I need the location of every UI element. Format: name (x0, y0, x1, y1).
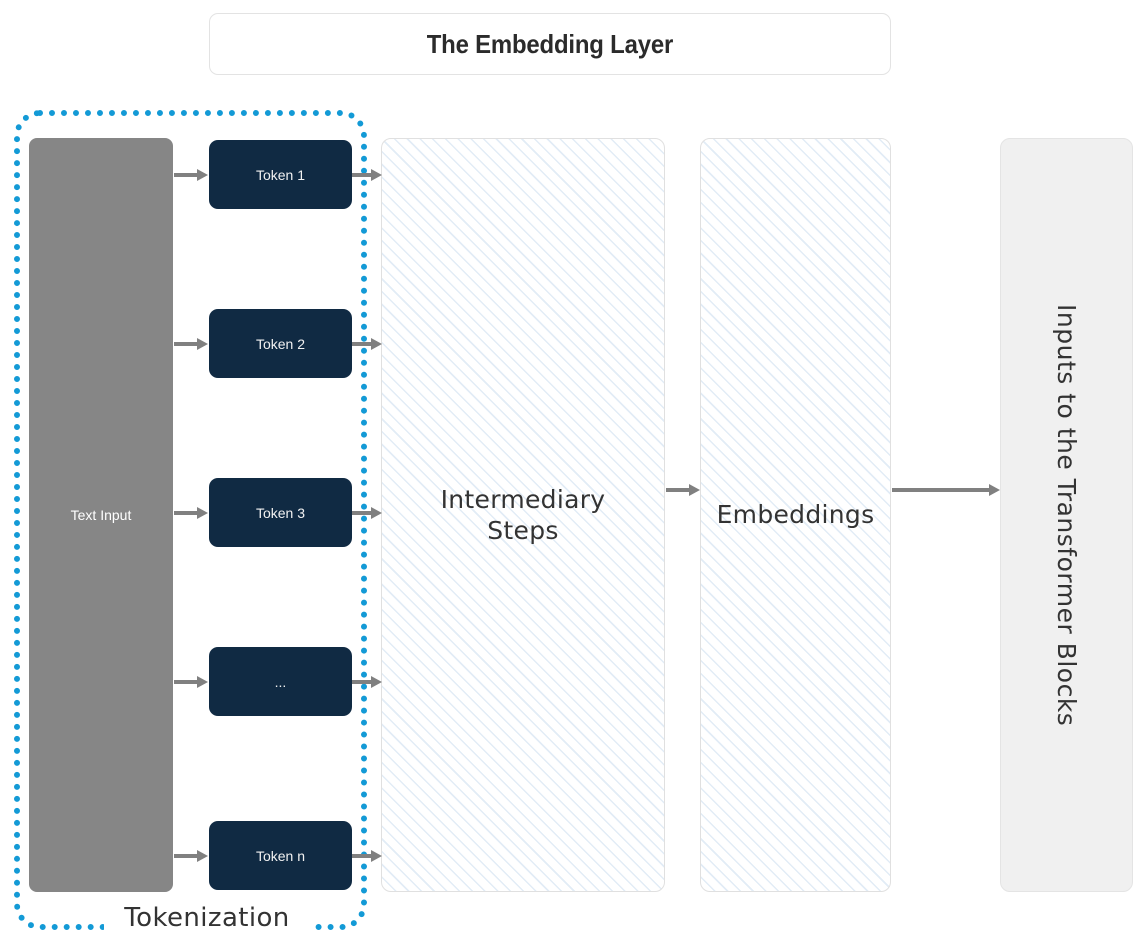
token-box-n: Token n (209, 821, 352, 890)
token-label: Token 1 (255, 166, 306, 183)
tokenization-group-label: Tokenization (104, 903, 310, 933)
title-card: The Embedding Layer (209, 13, 891, 75)
arrow-input-to-token-2 (174, 338, 208, 350)
transformer-inputs-stage: Inputs to the Transformer Blocks (1000, 138, 1133, 892)
intermediary-steps-stage: Intermediary Steps (381, 138, 665, 892)
token-label: Token 3 (255, 504, 306, 521)
transformer-inputs-label: Inputs to the Transformer Blocks (1052, 303, 1081, 727)
arrow-intermediary-to-embeddings (666, 484, 700, 496)
page-title: The Embedding Layer (426, 28, 674, 59)
arrow-token-n-to-intermediary (352, 850, 382, 862)
arrow-input-to-token-3 (174, 507, 208, 519)
arrow-token-1-to-intermediary (352, 169, 382, 181)
arrow-token-ellipsis-to-intermediary (352, 676, 382, 688)
token-label: Token n (255, 847, 306, 864)
arrow-token-3-to-intermediary (352, 507, 382, 519)
arrow-input-to-token-n (174, 850, 208, 862)
token-label: ... (274, 673, 287, 690)
intermediary-steps-label: Intermediary Steps (441, 484, 606, 547)
arrow-embeddings-to-output (892, 484, 1000, 496)
embeddings-stage: Embeddings (700, 138, 891, 892)
token-box-ellipsis: ... (209, 647, 352, 716)
arrow-input-to-token-ellipsis (174, 676, 208, 688)
arrow-input-to-token-1 (174, 169, 208, 181)
token-label: Token 2 (255, 335, 306, 352)
token-box-1: Token 1 (209, 140, 352, 209)
intermediary-steps-label-line1: Intermediary (440, 484, 606, 514)
text-input-block: Text Input (29, 138, 173, 892)
text-input-label: Text Input (70, 507, 132, 523)
token-box-2: Token 2 (209, 309, 352, 378)
token-box-3: Token 3 (209, 478, 352, 547)
intermediary-steps-label-line2: Steps (487, 516, 559, 545)
embeddings-label: Embeddings (716, 500, 875, 530)
arrow-token-2-to-intermediary (352, 338, 382, 350)
